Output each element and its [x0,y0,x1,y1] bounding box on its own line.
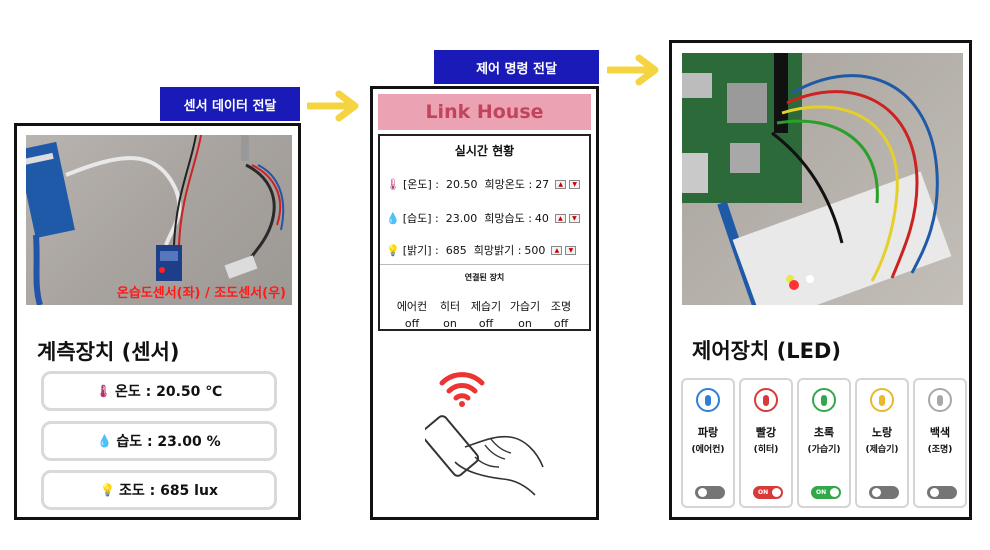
device-state: off [394,317,430,330]
device-aircon[interactable]: 에어컨 off [394,298,430,330]
row-value: 685 [446,244,467,257]
app-title: Link House [378,94,591,130]
led-device: (조명) [915,442,965,455]
control-command-banner: 제어 명령 전달 [434,50,599,84]
wifi-icon [437,367,487,409]
device-light[interactable]: 조명 off [543,298,579,330]
humidity-row: 💧 [습도] : 23.00 희망습도 : 40 ▲ ▼ [386,210,580,226]
device-state: off [543,317,579,330]
humidity-value: 습도 : 23.00 % [116,431,220,451]
toggle-switch[interactable]: ON [811,486,841,499]
divider [380,264,589,265]
thermometer-icon: 🌡 [386,178,400,191]
decrease-button[interactable]: ▲ [551,246,562,255]
device-name: 제습기 [468,298,504,314]
sensor-heading: 계측장치 (센서) [37,336,179,366]
raspberry-pi-photo [682,53,963,305]
led-card-white: 백색 (조명) [913,378,967,508]
link-house-app: Link House 실시간 현황 🌡 [온도] : 20.50 희망온도 : … [370,86,599,520]
photo-caption: 온습도센서(좌) / 조도센서(우) [117,282,286,301]
device-name: 조명 [543,298,579,314]
led-card-red: 빨강 (히터) ON [739,378,793,508]
brightness-row: 💡 [밝기] : 685 희망밝기 : 500 ▲ ▼ [386,242,576,258]
decrease-button[interactable]: ▲ [555,214,566,223]
increase-button[interactable]: ▼ [569,180,580,189]
realtime-status-box: 실시간 현황 🌡 [온도] : 20.50 희망온도 : 27 ▲ ▼ 💧 [습… [378,134,591,331]
toggle-switch[interactable]: ON [753,486,783,499]
illuminance-value: 조도 : 685 lux [119,480,218,500]
hand-holding-phone-icon [425,407,550,499]
thermometer-icon: 🌡 [96,384,111,398]
led-card-yellow: 노랑 (제습기) [855,378,909,508]
row-label: [밝기] : [403,242,439,258]
device-state: off [468,317,504,330]
led-name: 파랑 [683,424,733,440]
device-state: on [507,317,543,330]
arrow-right-icon [607,54,662,86]
led-device: (히터) [741,442,791,455]
led-name: 초록 [799,424,849,440]
devices-title: 연결된 장치 [380,272,589,283]
row-target-label: 희망습도 : [484,210,532,226]
row-target: 40 [535,212,549,225]
led-blue-icon [696,388,720,412]
led-card-green: 초록 (가습기) ON [797,378,851,508]
device-heater[interactable]: 히터 on [432,298,468,330]
toggle-switch[interactable] [927,486,957,499]
row-target-label: 희망온도 : [485,176,533,192]
raspberry-pi-illustration [682,53,963,305]
device-humidifier[interactable]: 가습기 on [507,298,543,330]
led-device: (제습기) [857,442,907,455]
led-yellow-icon [870,388,894,412]
row-value: 23.00 [446,212,478,225]
led-name: 백색 [915,424,965,440]
toggle-switch[interactable] [695,486,725,499]
sensor-data-banner: 센서 데이터 전달 [160,87,300,121]
row-label: [온도] : [403,176,439,192]
sensor-hardware-illustration [26,135,292,305]
led-name: 빨강 [741,424,791,440]
status-title: 실시간 현황 [380,142,589,159]
row-target: 27 [535,178,549,191]
sensor-photo: 온습도센서(좌) / 조도센서(우) [26,135,292,305]
row-target-label: 희망밝기 : [474,242,522,258]
device-name: 가습기 [507,298,543,314]
led-panel: 제어장치 (LED) 파랑 (에어컨) 빨강 (히터) ON 초록 (가습기) … [669,40,972,520]
temperature-reading: 🌡 온도 : 20.50 ℃ [41,371,277,411]
row-target: 500 [524,244,545,257]
device-dehumidifier[interactable]: 제습기 off [468,298,504,330]
device-name: 에어컨 [394,298,430,314]
led-heading: 제어장치 (LED) [692,335,841,365]
led-name: 노랑 [857,424,907,440]
decrease-button[interactable]: ▲ [555,180,566,189]
temperature-row: 🌡 [온도] : 20.50 희망온도 : 27 ▲ ▼ [386,176,580,192]
led-red-icon [754,388,778,412]
droplet-icon: 💧 [386,212,400,225]
humidity-reading: 💧 습도 : 23.00 % [41,421,277,461]
toggle-switch[interactable] [869,486,899,499]
droplet-icon: 💧 [97,434,112,448]
led-card-blue: 파랑 (에어컨) [681,378,735,508]
device-state: on [432,317,468,330]
increase-button[interactable]: ▼ [569,214,580,223]
sensor-panel: 온습도센서(좌) / 조도센서(우) 계측장치 (센서) 🌡 온도 : 20.5… [14,123,301,520]
row-label: [습도] : [403,210,439,226]
arrow-right-icon [307,90,362,122]
led-device: (가습기) [799,442,849,455]
lightbulb-icon: 💡 [100,483,115,497]
row-value: 20.50 [446,178,478,191]
increase-button[interactable]: ▼ [565,246,576,255]
led-green-icon [812,388,836,412]
lightbulb-icon: 💡 [386,244,400,257]
temperature-value: 온도 : 20.50 ℃ [115,381,222,401]
illuminance-reading: 💡 조도 : 685 lux [41,470,277,510]
device-name: 히터 [432,298,468,314]
led-white-icon [928,388,952,412]
led-device: (에어컨) [683,442,733,455]
